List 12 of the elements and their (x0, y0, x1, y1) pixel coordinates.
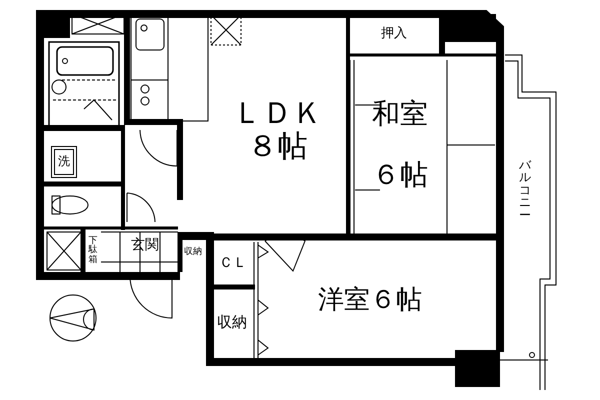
room-label: 洋室６帖 (285, 275, 455, 325)
washer-symbol: 洗 (51, 146, 77, 178)
storage-label: 収納 (184, 238, 202, 268)
closet-label: 押入 (352, 18, 436, 50)
balcony-label: バルコニー (515, 150, 535, 230)
area-label: ６帖 (372, 160, 428, 191)
room-label: ＬＤＫ (232, 97, 322, 130)
area-label: ８帖 (248, 130, 308, 163)
closet-label: ＣＬ (218, 243, 248, 283)
storage-label: 収納 (215, 295, 249, 350)
room-label: 和室 (372, 99, 428, 130)
storage-label: 下駄箱 (86, 232, 100, 270)
